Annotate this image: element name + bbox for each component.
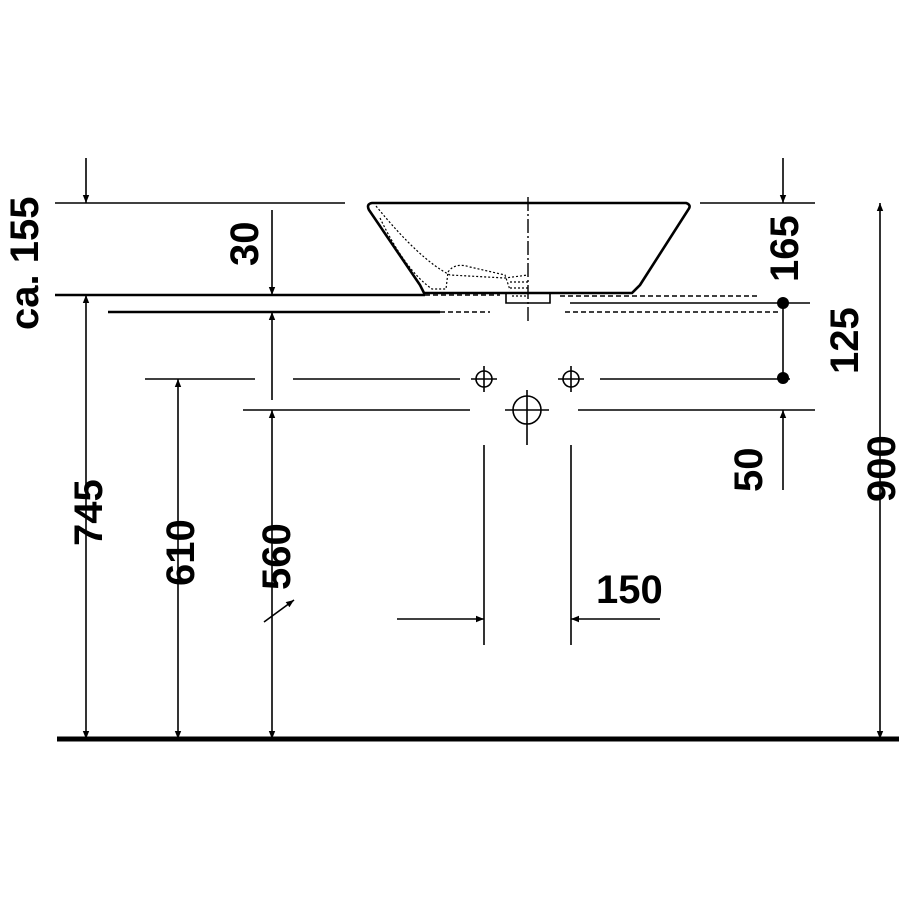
label-counter-height: 745 (67, 479, 111, 546)
waste-connection (505, 390, 549, 445)
label-waste-offset: 50 (727, 448, 771, 493)
dimension-lines (82, 158, 884, 739)
label-total-height: 900 (860, 435, 899, 502)
label-supply-spacing-vertical: 125 (823, 307, 867, 374)
label-counter-thickness: 30 (223, 222, 267, 267)
label-supply-spacing-horizontal: 150 (596, 568, 663, 612)
label-top-right: 165 (763, 215, 807, 282)
supply-connection-right (558, 366, 584, 392)
supply-connection-left (471, 366, 497, 392)
label-waste-height: 560 (255, 523, 299, 590)
label-basin-height: ca. 155 (3, 197, 47, 330)
basin (366, 197, 691, 322)
label-supply-height: 610 (159, 519, 203, 586)
